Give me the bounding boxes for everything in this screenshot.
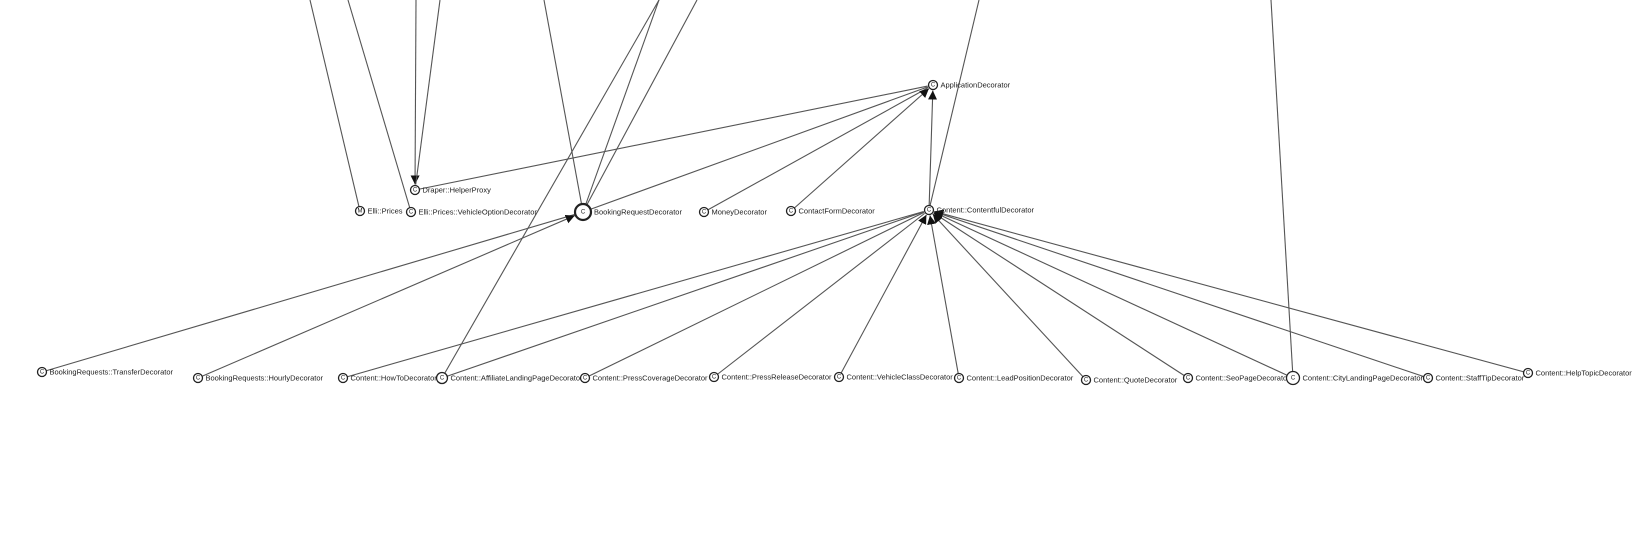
edge-quote-to-content bbox=[932, 213, 1087, 381]
node-label[interactable]: BookingRequestDecorator bbox=[594, 208, 682, 217]
edge-leadpos-to-content bbox=[927, 215, 960, 379]
edge-prices-to-offscreen bbox=[309, 0, 361, 212]
edge-presscov-to-content bbox=[584, 211, 925, 379]
edge-contact-to-app bbox=[790, 88, 930, 212]
edge-booking-to-offscreen bbox=[543, 0, 584, 213]
node-label[interactable]: BookingRequests::TransferDecorator bbox=[50, 368, 174, 377]
edge-offscreen-to-draper bbox=[410, 0, 420, 185]
class-node-icon[interactable] bbox=[833, 371, 845, 383]
class-node-icon[interactable] bbox=[409, 184, 421, 196]
edge-draper-to-app bbox=[414, 85, 928, 191]
node-label[interactable]: Content::PressReleaseDecorator bbox=[722, 373, 833, 382]
node-label[interactable]: Elli::Prices bbox=[368, 207, 403, 216]
node-label[interactable]: Elli::Prices::VehicleOptionDecorator bbox=[419, 208, 538, 217]
node-label[interactable]: BookingRequests::HourlyDecorator bbox=[206, 374, 324, 383]
edge-money-to-app bbox=[703, 87, 929, 213]
edge-vehopt-to-offscreen bbox=[347, 0, 412, 213]
edge-howto-to-content bbox=[342, 210, 924, 379]
class-node-icon[interactable] bbox=[573, 202, 593, 222]
edge-pressrel-to-content bbox=[713, 212, 925, 378]
class-node-icon[interactable] bbox=[1422, 372, 1434, 384]
class-node-icon[interactable] bbox=[579, 372, 591, 384]
edge-help-to-content bbox=[934, 209, 1529, 374]
node-label[interactable]: Content::LeadPositionDecorator bbox=[967, 374, 1074, 383]
node-label[interactable]: Content::QuoteDecorator bbox=[1094, 376, 1178, 385]
edge-booking-to-offscreen bbox=[582, 0, 660, 213]
edge-vehclass-to-content bbox=[838, 214, 927, 378]
edge-booking-to-offscreen bbox=[582, 0, 698, 213]
class-node-icon[interactable] bbox=[923, 204, 935, 216]
edge-city-to-content bbox=[933, 211, 1294, 379]
edge-affil-to-offscreen bbox=[441, 0, 660, 379]
class-node-icon[interactable] bbox=[1285, 370, 1301, 386]
node-label[interactable]: MoneyDecorator bbox=[712, 208, 768, 217]
node-label[interactable]: Content::StaffTipDecorator bbox=[1436, 374, 1525, 383]
class-node-icon[interactable] bbox=[1080, 374, 1092, 386]
edge-hourly-to-booking bbox=[197, 214, 575, 379]
edge-offscreen-to-draper bbox=[415, 0, 441, 185]
node-label[interactable]: Content::HelpTopicDecorator bbox=[1536, 369, 1633, 378]
node-label[interactable]: Content::HowToDecorator bbox=[351, 374, 438, 383]
class-node-icon[interactable] bbox=[405, 206, 417, 218]
node-label[interactable]: ContactFormDecorator bbox=[799, 207, 876, 216]
edge-seopage-to-content bbox=[933, 212, 1189, 379]
edges bbox=[41, 0, 1529, 381]
edge-staff-to-content bbox=[934, 210, 1429, 379]
edge-affil-to-content bbox=[441, 211, 924, 379]
class-node-icon[interactable] bbox=[337, 372, 349, 384]
class-node-icon[interactable] bbox=[698, 206, 710, 218]
node-label[interactable]: Content::ContentfulDecorator bbox=[937, 206, 1035, 215]
class-node-icon[interactable] bbox=[435, 371, 449, 385]
edge-city-to-offscreen bbox=[1270, 0, 1294, 379]
edge-content-to-app bbox=[928, 90, 938, 211]
edge-booking-to-app bbox=[582, 86, 929, 213]
edge-content-to-offscreen bbox=[928, 0, 980, 211]
class-node-icon[interactable] bbox=[927, 79, 939, 91]
class-node-icon[interactable] bbox=[36, 366, 48, 378]
node-label[interactable]: ApplicationDecorator bbox=[941, 81, 1011, 90]
node-label[interactable]: Content::SeoPageDecorator bbox=[1196, 374, 1291, 383]
class-node-icon[interactable] bbox=[1522, 367, 1534, 379]
node-label[interactable]: Content::VehicleClassDecorator bbox=[847, 373, 954, 382]
class-node-icon[interactable] bbox=[953, 372, 965, 384]
node-label[interactable]: Content::AffiliateLandingPageDecorator bbox=[451, 374, 584, 383]
edge-transfer-to-booking bbox=[41, 214, 575, 373]
class-node-icon[interactable] bbox=[354, 205, 366, 217]
class-node-icon[interactable] bbox=[192, 372, 204, 384]
class-node-icon[interactable] bbox=[785, 205, 797, 217]
class-node-icon[interactable] bbox=[1182, 372, 1194, 384]
node-label[interactable]: Draper::HelperProxy bbox=[423, 186, 492, 195]
node-label[interactable]: Content::PressCoverageDecorator bbox=[593, 374, 709, 383]
node-label[interactable]: Content::CityLandingPageDecorator bbox=[1303, 374, 1424, 383]
class-node-icon[interactable] bbox=[708, 371, 720, 383]
